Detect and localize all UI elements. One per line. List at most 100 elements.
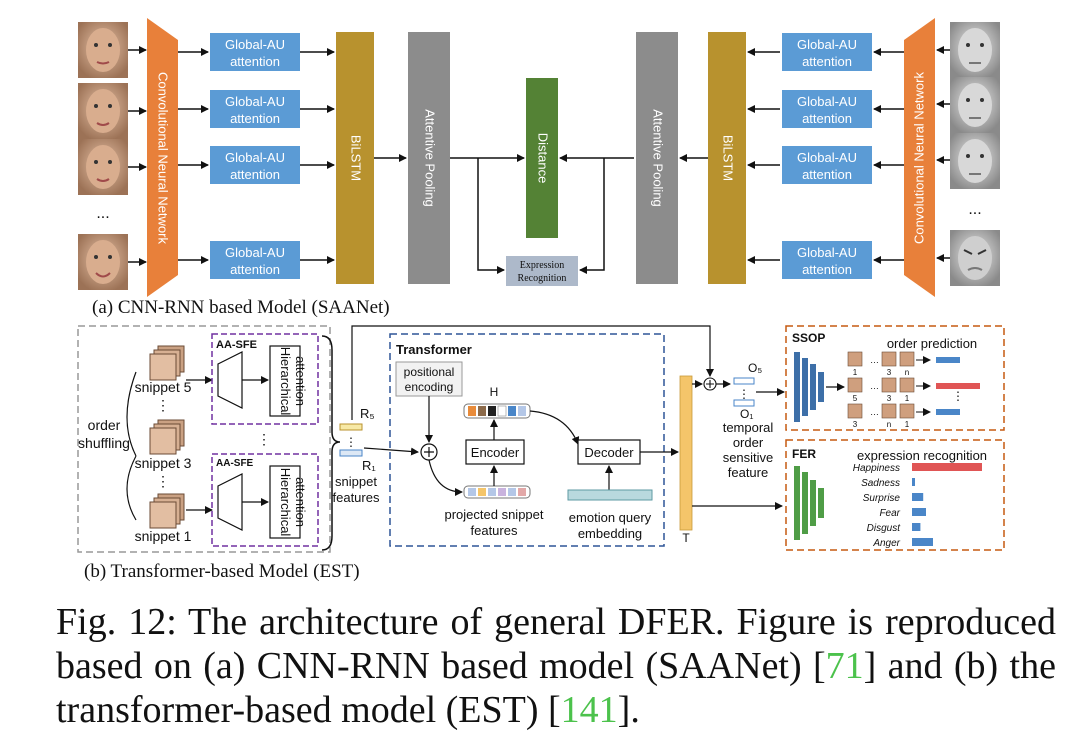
cnn-label-left: Convolutional Neural Network	[156, 72, 171, 244]
face-thumbnail	[950, 77, 1000, 133]
panel-a: ... Convolutional Neural Network	[78, 18, 1000, 318]
hierarchical-attention-label: Hierarchical	[278, 468, 293, 537]
fer-network	[794, 466, 824, 540]
pooling-label-right: Attentive Pooling	[651, 109, 666, 207]
au-label: Global-AU	[797, 245, 857, 260]
snippet-thumb	[847, 377, 863, 393]
expression-recognition-label: expression recognition	[857, 448, 987, 463]
face-thumbnail	[78, 139, 128, 195]
t-label: T	[682, 531, 690, 545]
emotion-query-label: emotion query	[569, 510, 652, 525]
aa-sfe-label: AA-SFE	[216, 458, 254, 469]
au-attention-boxes-right: Global-AU attention Global-AU attention …	[782, 33, 872, 279]
right-face-images: ...	[950, 22, 1000, 286]
snippet-stack-3	[149, 419, 185, 455]
figure-caption: Fig. 12: The architecture of general DFE…	[56, 600, 1056, 732]
row-ellipsis: …	[870, 381, 879, 391]
emotion-bar	[912, 538, 933, 546]
order-bar	[936, 383, 980, 389]
emotion-label: Fear	[879, 508, 900, 519]
order-index: n	[905, 368, 909, 377]
snippet-thumb	[899, 377, 915, 393]
emotion-bar	[912, 508, 926, 516]
face-thumbnail	[78, 22, 128, 78]
snippet-stack-5	[149, 345, 185, 381]
panel-a-caption: (a) CNN-RNN based Model (SAANet)	[92, 297, 390, 318]
transformer-label: Transformer	[396, 342, 472, 357]
snippet-thumb	[881, 351, 897, 367]
snippet-ellipsis: ⋮	[156, 397, 170, 413]
hierarchical-attention-label: Hierarchical	[278, 347, 293, 416]
cnn-block-left	[147, 18, 178, 297]
emotion-query-embedding	[567, 489, 653, 501]
citation-link[interactable]: 71	[825, 645, 864, 687]
skip-connection	[351, 325, 714, 420]
projected-snippet-tokens	[463, 485, 531, 499]
au-label: attention	[230, 111, 280, 126]
brace	[321, 335, 341, 551]
emotion-label: Sadness	[861, 478, 900, 489]
arrows-au-to-bilstm-right	[747, 48, 780, 264]
transformer-block	[389, 333, 665, 547]
decoder-label: Decoder	[584, 445, 634, 460]
snippet-thumb	[881, 403, 897, 419]
panel-b: order shuffling snippet 5 ⋮ snippet 3 ⋮ …	[77, 325, 1005, 582]
tosf-label: order	[733, 435, 764, 450]
ssop-network	[794, 352, 824, 422]
citation-link[interactable]: 141	[560, 689, 618, 731]
o5-vector	[733, 377, 755, 385]
au-label: Global-AU	[225, 37, 285, 52]
t-output-bar	[679, 375, 693, 531]
expr-recog-label: Expression	[520, 260, 564, 271]
order-index: 1	[905, 420, 910, 429]
cnn-label-right: Convolutional Neural Network	[911, 72, 926, 244]
order-index: 3	[887, 368, 892, 377]
snippet-thumb	[899, 403, 915, 419]
ssop-label: SSOP	[792, 331, 825, 345]
arrows-face-to-cnn-right	[936, 46, 950, 262]
snippet-5-label: snippet 5	[135, 379, 192, 395]
au-label: attention	[802, 262, 852, 277]
snippet-features-label: snippet	[335, 474, 377, 489]
au-label: Global-AU	[797, 150, 857, 165]
order-index: 3	[853, 420, 858, 429]
au-label: attention	[802, 54, 852, 69]
hierarchical-attention-label: attention	[293, 356, 308, 406]
input-region	[77, 325, 331, 553]
arrows-face-to-cnn-left	[128, 46, 147, 266]
emotion-query-label: embedding	[578, 526, 642, 541]
aa-sfe-ellipsis: ⋮	[257, 431, 271, 447]
attentive-pooling-right	[636, 32, 678, 284]
bilstm-label-left: BiLSTM	[349, 135, 364, 181]
aa-sfe-module-bottom: AA-SFE Hierarchical attention	[211, 453, 319, 547]
order-prediction-label: order prediction	[887, 336, 977, 351]
caption-text: ] and (b) the transformer-based model (E…	[56, 645, 1056, 731]
bilstm-block-left	[336, 32, 374, 284]
order-bar	[936, 409, 960, 415]
emotion-bar	[912, 463, 982, 471]
order-bar	[936, 357, 960, 363]
snippet-thumb	[899, 351, 915, 367]
emotion-label: Anger	[872, 538, 900, 549]
o1-label: O₁	[740, 407, 753, 421]
order-index: 5	[853, 394, 858, 403]
projected-features-label: features	[471, 523, 518, 538]
ssop-box	[785, 325, 1005, 431]
ellipsis-left: ...	[96, 205, 109, 222]
au-label: Global-AU	[225, 245, 285, 260]
ssop-ellipsis: ⋮	[952, 389, 964, 403]
snippet-3-label: snippet 3	[135, 455, 192, 471]
face-thumbnail	[78, 234, 128, 290]
hierarchical-attention-label: attention	[293, 477, 308, 527]
encoder-label: Encoder	[471, 445, 520, 460]
order-index: 1	[905, 394, 910, 403]
emotion-label: Disgust	[867, 523, 902, 534]
distance-block	[526, 78, 558, 238]
o1-vector	[733, 399, 755, 407]
au-label: Global-AU	[797, 37, 857, 52]
expr-recog-label: Recognition	[518, 273, 567, 284]
face-thumbnail	[78, 83, 128, 139]
features-ellipsis: ⋮	[345, 435, 357, 449]
ellipsis-right: ...	[968, 201, 981, 218]
face-thumbnail	[950, 133, 1000, 189]
